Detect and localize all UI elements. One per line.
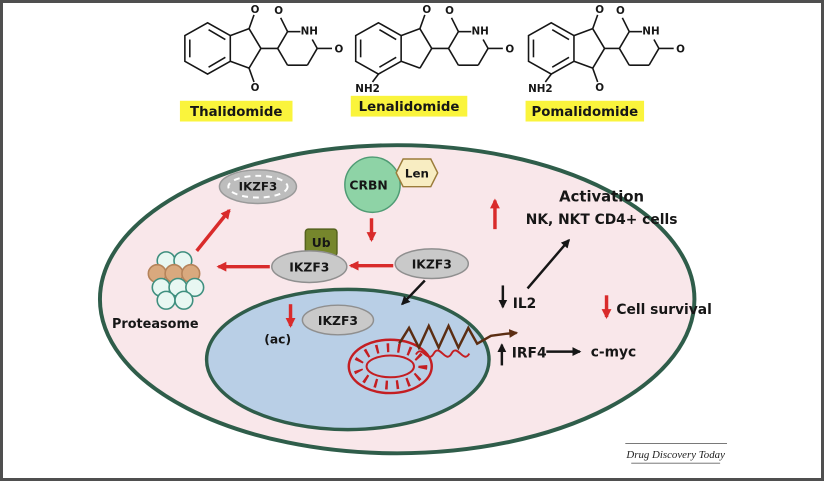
highlight-pomalidomide — [525, 100, 645, 122]
compound-labels: Thalidomide Lenalidomide Pomalidomide — [179, 95, 645, 122]
journal-name: Drug Discovery Today — [625, 449, 725, 461]
atom-label-o: O — [505, 43, 514, 55]
atom-label-o: O — [274, 5, 283, 17]
atom-label-nh: NH — [642, 26, 659, 38]
arrow-proteasome-to-fragments — [195, 208, 231, 252]
mrna-transcript-arrow — [398, 322, 519, 351]
atom-label-o: O — [251, 82, 260, 94]
atom-label-o: O — [676, 43, 685, 55]
acetylation-label: (ac) — [264, 333, 291, 347]
atom-label-o: O — [335, 43, 344, 55]
rna-coil — [415, 349, 471, 358]
crbn-protein — [344, 156, 401, 214]
highlight-thalidomide — [179, 100, 293, 122]
il2-label: IL2 — [513, 296, 537, 312]
arrow-il2-to-activation — [526, 238, 570, 290]
ikzf3-cytoplasmic-label: IKZF3 — [412, 258, 452, 272]
dna-plasmid — [347, 338, 433, 395]
proteasome — [147, 251, 205, 310]
atom-label-o: O — [422, 4, 431, 16]
activation-title: Activation — [559, 188, 644, 205]
ubiquitin-label: Ub — [312, 236, 331, 250]
compound-label-thalidomide: Thalidomide — [190, 105, 282, 120]
compound-label-pomalidomide: Pomalidomide — [531, 105, 638, 120]
atom-label-o: O — [445, 5, 454, 17]
chemical-structure-thalidomide: O O O NH O — [184, 4, 344, 94]
journal-attribution: Drug Discovery Today — [625, 442, 728, 464]
cmyc-label: c-myc — [591, 345, 637, 361]
ikzf3-nuclear-oval — [301, 304, 375, 336]
len-label: Len — [405, 166, 429, 180]
atom-label-nh2: NH2 — [528, 83, 553, 95]
proteasome-label: Proteasome — [112, 317, 199, 332]
atom-label-nh2: NH2 — [355, 83, 380, 95]
irf4-label: IRF4 — [512, 346, 547, 362]
atom-label-nh: NH — [471, 26, 488, 38]
compound-label-lenalidomide: Lenalidomide — [359, 100, 460, 115]
crbn-label: CRBN — [349, 179, 387, 193]
atom-label-nh: NH — [301, 26, 318, 38]
nucleus — [204, 287, 491, 432]
atom-label-o: O — [616, 5, 625, 17]
ikzf3-cytoplasmic-oval — [394, 248, 470, 280]
atom-label-o: O — [251, 4, 260, 16]
highlight-lenalidomide — [350, 95, 468, 117]
chemical-structure-lenalidomide: O O NH O NH2 — [354, 4, 514, 95]
atom-label-o: O — [595, 4, 604, 16]
activation-cells-label: NK, NKT CD4+ cells — [526, 212, 678, 228]
arrow-ikzf3-to-nucleus — [401, 279, 426, 306]
ikzf3-ubiquitinated-oval — [271, 250, 348, 284]
ikzf3-degraded-fragments: IKZF3 — [218, 169, 298, 205]
cell-survival-label: Cell survival — [616, 302, 711, 318]
mechanism-diagram: O O O NH O O O NH O NH2 — [97, 4, 728, 464]
ikzf3-nuclear-label: IKZF3 — [318, 314, 358, 328]
chemical-structure-pomalidomide: O O O NH O NH2 — [527, 4, 685, 95]
len-hexagon — [395, 158, 439, 188]
ikzf3-ubiquitinated-label: IKZF3 — [289, 261, 329, 275]
ikzf3-degraded-label: IKZF3 — [239, 180, 278, 194]
atom-label-o: O — [595, 82, 604, 94]
